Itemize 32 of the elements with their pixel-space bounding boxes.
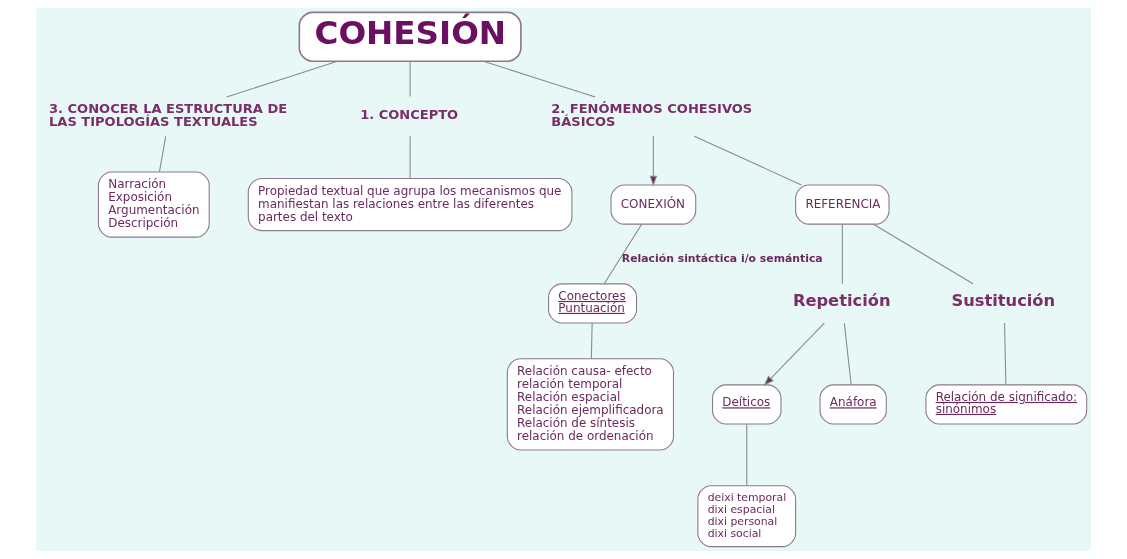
node-text: Repetición: [792, 291, 891, 311]
node-text: 3. CONOCER LA ESTRUCTURA DE LAS TIPOLOGÍAS TEXTUALES: [49, 100, 288, 129]
connector: [590, 322, 593, 360]
node-box: Relación de significado: sinónimos: [925, 384, 1088, 425]
edge-label: Relación sintáctica i/o semántica: [621, 252, 823, 266]
node-box: COHESIÓN: [298, 11, 522, 63]
node-text: 2. FENÓMENOS COHESIVOS BÁSICOS: [551, 100, 753, 129]
node-box: Narración Exposición Argumentación Descripción: [97, 171, 210, 238]
connector: [872, 223, 974, 285]
node-box: CONEXIÓN: [610, 184, 697, 225]
connector: [603, 223, 643, 285]
node-box: Propiedad textual que agrupa los mecanismos que manifiestan las relaciones entre las diferentes partes del texto: [247, 177, 573, 232]
node-box: Conectores Puntuación: [548, 283, 638, 324]
connector: [409, 135, 411, 179]
connector: [158, 135, 167, 173]
node-box: REFERENCIA: [795, 184, 890, 225]
node-box: Deíticos: [712, 384, 782, 425]
connector: [409, 61, 411, 98]
arrow: [649, 135, 658, 187]
connector: [482, 60, 596, 98]
connector: [746, 423, 748, 487]
connector: [693, 135, 802, 186]
node-box: Relación causa- efecto relación temporal Relación espacial Relación ejemplificadora Relación de síntesis relación de ordenación: [506, 358, 674, 451]
node-text: 1. CONCEPTO: [360, 106, 459, 122]
connector: [843, 322, 852, 386]
connector: [226, 60, 338, 98]
connector: [1004, 322, 1007, 386]
connector: [841, 223, 843, 285]
arrow: [763, 322, 825, 386]
node-box: deixi temporal dixi espacial dixi personal dixi social: [697, 485, 797, 548]
node-box: Anáfora: [819, 384, 887, 425]
node-text: Sustitución: [951, 291, 1056, 311]
